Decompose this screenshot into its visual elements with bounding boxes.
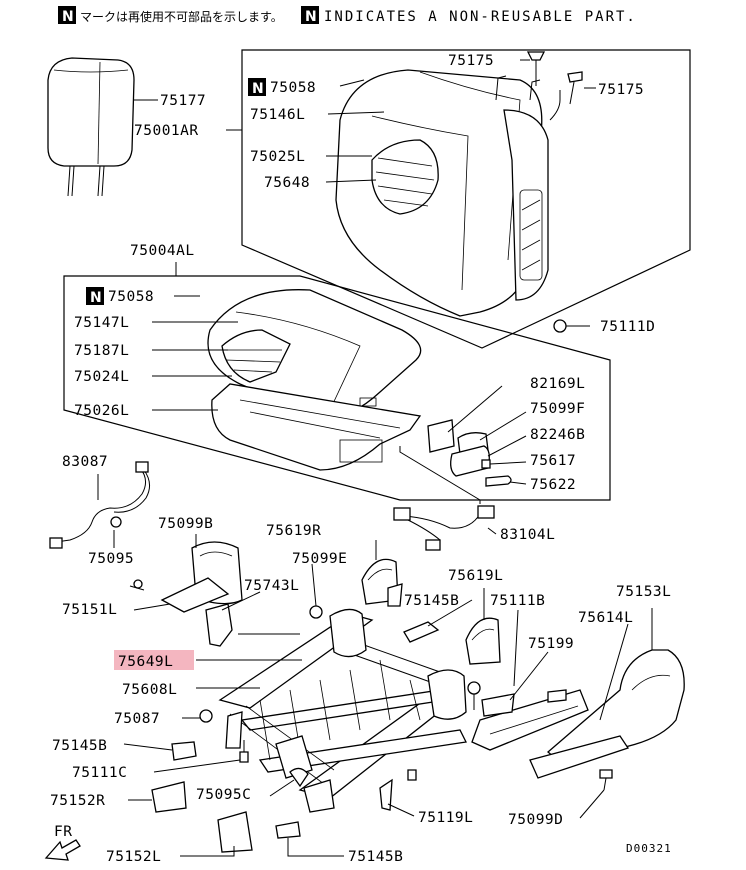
part-label: 75619L xyxy=(448,568,503,584)
badge-letter: N xyxy=(252,81,264,97)
seatback-assembly-frame xyxy=(241,49,691,349)
header-jp-note: マークは再使用不可部品を示します。 xyxy=(80,9,283,24)
badge-letter: N xyxy=(62,9,74,25)
diagram-code: D00321 xyxy=(626,842,672,855)
part-label: 75648 xyxy=(264,175,310,191)
part-label: 75025L xyxy=(250,149,305,165)
part-label: 75617 xyxy=(530,453,576,469)
part-label: 75147L xyxy=(74,315,129,331)
part-label: 75099B xyxy=(158,516,213,532)
seatback-drawing xyxy=(335,51,583,317)
badge-letter: N xyxy=(90,290,102,306)
header-en-note: INDICATES A NON-REUSABLE PART. xyxy=(324,9,637,25)
front-arrow-icon xyxy=(44,839,81,861)
part-label: 75111B xyxy=(490,593,545,609)
part-label: 75743L xyxy=(244,578,299,594)
non-reusable-badge-icon xyxy=(301,6,319,24)
leader-lines xyxy=(97,59,653,857)
switch-parts-drawing xyxy=(427,419,512,487)
part-label: 75099D xyxy=(508,812,563,828)
badge-letter: N xyxy=(305,9,317,25)
part-label: 75145B xyxy=(348,849,403,865)
part-label: 75614L xyxy=(578,610,633,626)
part-label: 75608L xyxy=(122,682,177,698)
front-direction-indicator: FR xyxy=(44,824,81,861)
part-label: 75619R xyxy=(266,523,321,539)
part-label: 75151L xyxy=(62,602,117,618)
non-reusable-badge-icon xyxy=(248,78,266,96)
part-label: 83104L xyxy=(500,527,555,543)
part-label: 75152R xyxy=(50,793,105,809)
part-label: 75622 xyxy=(530,477,576,493)
part-label: 75087 xyxy=(114,711,160,727)
part-label: 75152L xyxy=(106,849,161,865)
non-reusable-badge-icon xyxy=(58,6,76,24)
side-shield-drawing xyxy=(471,649,685,791)
part-label: 75145B xyxy=(52,738,107,754)
part-label: 75004AL xyxy=(130,243,195,259)
part-label: 75099E xyxy=(292,551,347,567)
part-label: 75177 xyxy=(160,93,206,109)
highlight-box xyxy=(114,650,194,670)
part-label: 75145B xyxy=(404,593,459,609)
part-label: 75146L xyxy=(250,107,305,123)
part-label: 75058 xyxy=(108,289,154,305)
headrest-drawing xyxy=(47,57,135,197)
non-reusable-badge-icon xyxy=(86,287,104,305)
part-label: 75111C xyxy=(72,765,127,781)
recliner-cover-drawing xyxy=(309,558,501,710)
part-label: 75058 xyxy=(270,80,316,96)
part-label: 82169L xyxy=(530,376,585,392)
side-cover-drawing xyxy=(129,541,243,647)
wire-harness-drawing xyxy=(49,461,150,549)
header: N マークは再使用不可部品を示します。 N INDICATES A NON-RE… xyxy=(58,6,637,25)
part-labels: 75177 75001AR 75058 75146L 75025L 75648 … xyxy=(50,53,671,865)
part-label-highlighted: 75649L xyxy=(118,654,173,670)
part-label: 75095 xyxy=(88,551,134,567)
part-label: 82246B xyxy=(530,427,585,443)
seat-frame-drawing xyxy=(218,608,467,813)
connector-harness-drawing xyxy=(393,505,495,551)
part-label: 75187L xyxy=(74,343,129,359)
part-label: 75024L xyxy=(74,369,129,385)
part-label: 75175 xyxy=(448,53,494,69)
inline-badges: N N xyxy=(86,78,266,306)
part-label: 75026L xyxy=(74,403,129,419)
part-label: 75119L xyxy=(418,810,473,826)
part-label: 75111D xyxy=(600,319,655,335)
part-label: 75153L xyxy=(616,584,671,600)
part-label: 75199 xyxy=(528,636,574,652)
fr-label: FR xyxy=(54,824,72,840)
small-parts-drawing xyxy=(133,319,580,853)
cushion-assembly-frame xyxy=(63,275,611,501)
part-label: 75099F xyxy=(530,401,585,417)
cushion-drawing xyxy=(207,289,422,471)
part-label: 75175 xyxy=(598,82,644,98)
part-label: 75095C xyxy=(196,787,251,803)
part-label: 83087 xyxy=(62,454,108,470)
part-label: 75001AR xyxy=(134,123,199,139)
